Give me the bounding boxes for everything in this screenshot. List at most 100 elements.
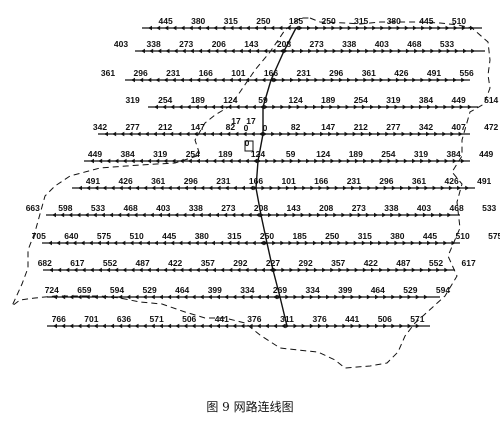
flow-arrow-icon [188,25,193,31]
flow-arrow-icon [177,131,182,137]
flow-arrow-icon [113,240,118,246]
flow-arrow-icon [171,77,176,83]
flow-arrow-icon [239,212,244,218]
flow-arrow-icon [246,48,251,54]
flow-arrow-icon [339,25,344,31]
flow-arrow-icon [196,77,201,83]
flow-arrow-icon [375,323,379,329]
flow-arrow-icon [216,294,220,300]
flow-arrow-icon [169,131,174,137]
flow-arrow-icon [428,77,433,83]
node-label: 189 [191,95,205,105]
flow-arrow-icon [347,77,352,83]
node-label: 124 [289,95,303,105]
flow-arrow-icon [148,25,152,31]
branch-row: 4914263612962311661011662312963614264915… [72,176,492,191]
flow-arrow-icon [256,323,261,329]
flow-arrow-icon [448,185,453,191]
flow-arrow-icon [68,212,73,218]
flow-arrow-icon [162,104,167,110]
flow-arrow-icon [378,240,383,246]
flow-arrow-icon [145,240,150,246]
flow-arrow-icon [94,185,99,191]
flow-arrow-icon [465,185,470,191]
node-label: 334 [306,285,320,295]
node-label: 147 [321,122,335,132]
flow-arrow-icon [216,185,221,191]
node-label: 506 [378,314,392,324]
flow-arrow-icon [251,104,256,110]
flow-arrow-icon [393,131,398,137]
flow-arrow-icon [306,77,311,83]
flow-arrow-icon [85,294,90,300]
flow-arrow-icon [273,158,278,164]
flow-arrow-icon [386,240,391,246]
flow-arrow-icon [407,294,412,300]
flow-arrow-icon [312,240,317,246]
flow-arrow-icon [459,104,464,110]
flow-arrow-icon [179,267,184,273]
flow-arrow-icon [346,267,351,273]
flow-arrow-icon [365,212,370,218]
flow-arrow-icon [330,77,335,83]
flow-arrow-icon [206,212,211,218]
flow-arrow-icon [141,212,146,218]
flow-arrow-icon [458,131,463,137]
flow-arrow-icon [395,77,400,83]
flow-arrow-icon [387,158,392,164]
flow-arrow-icon [90,158,94,164]
flow-arrow-icon [288,240,293,246]
flow-arrow-icon [80,240,85,246]
flow-arrow-icon [268,212,273,218]
flow-arrow-icon [264,323,269,329]
flow-arrow-icon [337,104,342,110]
flow-arrow-icon [219,240,224,246]
flow-arrow-icon [414,48,419,54]
flow-arrow-icon [297,158,302,164]
flow-arrow-icon [416,185,421,191]
flow-arrow-icon [401,131,406,137]
flow-arrow-icon [129,240,134,246]
flow-arrow-icon [444,267,449,273]
flow-arrow-icon [273,323,278,329]
flow-arrow-icon [215,212,219,218]
node-label: 59 [286,149,296,159]
flow-arrow-icon [261,185,266,191]
flow-arrow-icon [69,294,74,300]
flow-arrow-icon [342,294,347,300]
flow-arrow-icon [195,267,200,273]
flow-arrow-icon [117,212,122,218]
flow-arrow-icon [185,131,190,137]
flow-arrow-icon [250,131,255,137]
flow-arrow-icon [404,25,409,31]
flow-arrow-icon [183,185,188,191]
flow-arrow-icon [316,48,321,54]
flow-arrow-icon [371,77,376,83]
flow-arrow-icon [385,131,390,137]
flow-arrow-icon [457,185,462,191]
flow-arrow-icon [461,77,466,83]
node-label: 250 [260,231,274,241]
junction-box [244,140,254,152]
flow-arrow-icon [235,240,240,246]
flow-arrow-icon [366,294,371,300]
flow-arrow-icon [375,294,379,300]
node-label: 342 [93,122,107,132]
flow-arrow-icon [295,131,300,137]
node-label: 403 [114,39,128,49]
flow-arrow-icon [167,294,172,300]
flow-arrow-icon [357,48,362,54]
flow-arrow-icon [360,131,365,137]
flow-arrow-icon [53,294,57,300]
flow-arrow-icon [301,323,306,329]
flow-arrow-icon [228,267,233,273]
flow-arrow-icon [348,48,353,54]
node-label: 663 [26,203,40,213]
node-label: 445 [423,231,437,241]
flow-arrow-icon [257,158,262,164]
flow-arrow-icon [223,212,228,218]
flow-arrow-icon [159,185,164,191]
flow-arrow-icon [171,158,176,164]
flow-arrow-icon [155,77,160,83]
flow-arrow-icon [183,323,188,329]
